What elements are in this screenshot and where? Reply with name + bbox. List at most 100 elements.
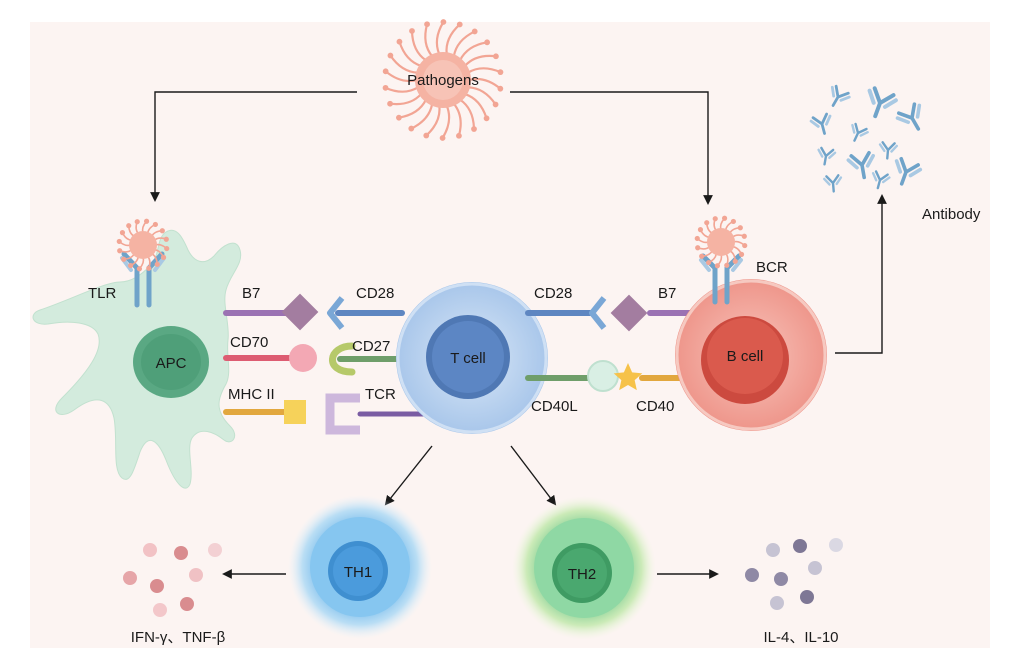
antibody-icon [809,112,832,135]
cytokine-dot [208,543,222,557]
pathogen-spike [459,41,488,61]
pathogen-spike-tip [119,230,126,236]
pathogen-spike-tip [163,236,169,242]
pathogen-spike-tip [143,218,150,224]
th1-label: TH1 [344,564,372,581]
th1-cytokine-dots [123,543,222,617]
pathogen-spike-tip [742,242,748,249]
cd40l-label: CD40L [531,398,578,415]
cd28-label-right: CD28 [534,285,572,302]
cytokine-dot [143,543,157,557]
pathogen-spike-tip [152,221,158,228]
cd27-label: CD27 [352,338,390,355]
cytokine-dot [808,561,822,575]
arrow-tcell-to-th2 [510,445,557,506]
bound-pathogen-apc [116,218,170,272]
cytokine-dot [766,543,780,557]
antibody-icon [878,141,898,160]
pathogen-spike-tip [492,101,499,108]
cytokine-dot [793,539,807,553]
pathogen-spike-tip [387,52,394,59]
b7-label-right: B7 [658,285,676,302]
pathogen-spike [435,21,445,55]
pathogen-spike-tip [154,261,160,267]
cytokine-dot [150,579,164,593]
antibody-icon [823,174,843,193]
mhc2-tcr-pair [223,393,427,435]
cytokine-dot [153,603,167,617]
pathogen-spike-tip [471,28,478,35]
pathogen-spike-tip [423,132,430,139]
pathogen-spike-tip [439,135,446,141]
pathogen-spike-tip [126,223,132,229]
antibody-icon [894,156,923,186]
antibody-icon [851,122,869,142]
pathogen-spike-tip [738,251,745,257]
pathogen-spike-tip [116,238,122,245]
pathogen-spike [452,30,476,57]
pathogen-spike-tip [128,262,134,269]
th2-label: TH2 [568,566,596,583]
antibody-icon [867,86,898,119]
arrow-tcell-to-th1 [384,445,433,506]
arrow-pathogen-to-bcell [510,91,713,205]
antibody-icon [895,102,922,131]
cytokine-dot [829,538,843,552]
pathogen-spike-tip [737,225,743,231]
cytokine-dot [189,568,203,582]
apc-label: APC [156,355,187,372]
pathogen-spike-tip [471,126,477,132]
cytokine-dot [745,568,759,582]
pathogen-spike-tip [714,263,721,269]
cd28-label-left: CD28 [356,285,394,302]
pathogen-spike-tip [408,125,415,132]
b-cell-label: B cell [727,348,764,365]
mhc2-label: MHC II [228,386,275,403]
t-cell-label: T cell [450,350,486,367]
pathogen-spike-tip [396,38,403,45]
t-cell [396,282,548,434]
pathogen-spike [441,105,451,139]
pathogen-spike [467,67,501,74]
pathogen-spike-tip [484,39,491,46]
cytokine-dot [774,572,788,586]
pathogen-spike [398,41,422,67]
pathogen-spike-tip [712,216,718,222]
pathogen-spike [389,93,422,106]
b7-label-left: B7 [242,285,260,302]
pathogen-spike-tip [117,248,123,254]
antibody-icon [871,170,891,190]
pathogen-spike-tip [160,254,167,260]
pathogen-spike-tip [730,218,736,225]
arrow-pathogen-to-apc [150,91,357,202]
pathogen-spike-tip [724,262,730,268]
pathogen-spike-tip [440,19,447,25]
pathogen-spike-tip [704,220,710,226]
cd70-cd27-pair [223,342,405,376]
cytokine-dot [770,596,784,610]
th2-cytokine-dots [745,538,843,610]
cytokine-dot [800,590,814,604]
b-cell [675,279,827,431]
pathogen-spike-tip [382,84,389,91]
pathogen-spike [385,86,419,93]
cd70-label: CD70 [230,334,268,351]
pathogen-spike-tip [395,114,402,121]
pathogen-spike-tip [695,245,701,251]
cytokine-dot [180,597,194,611]
cd28-b7-pair-right [525,294,695,332]
antibody-icon [817,146,837,166]
th1-cytokines-label: IFN-γ、TNF-β [131,629,226,646]
pathogen-spike-tip [121,256,127,262]
antibody-icon [846,151,875,180]
pathogen-spike-tip [706,259,712,266]
antibody-icon [830,84,851,107]
pathogen-spike-tip [732,258,738,264]
arrow-bcell-to-antibody [835,194,887,354]
pathogen-spike [445,23,461,55]
pathogen-spike [424,23,434,58]
pathogen-spike [410,103,434,130]
pathogen-spike [389,54,419,74]
